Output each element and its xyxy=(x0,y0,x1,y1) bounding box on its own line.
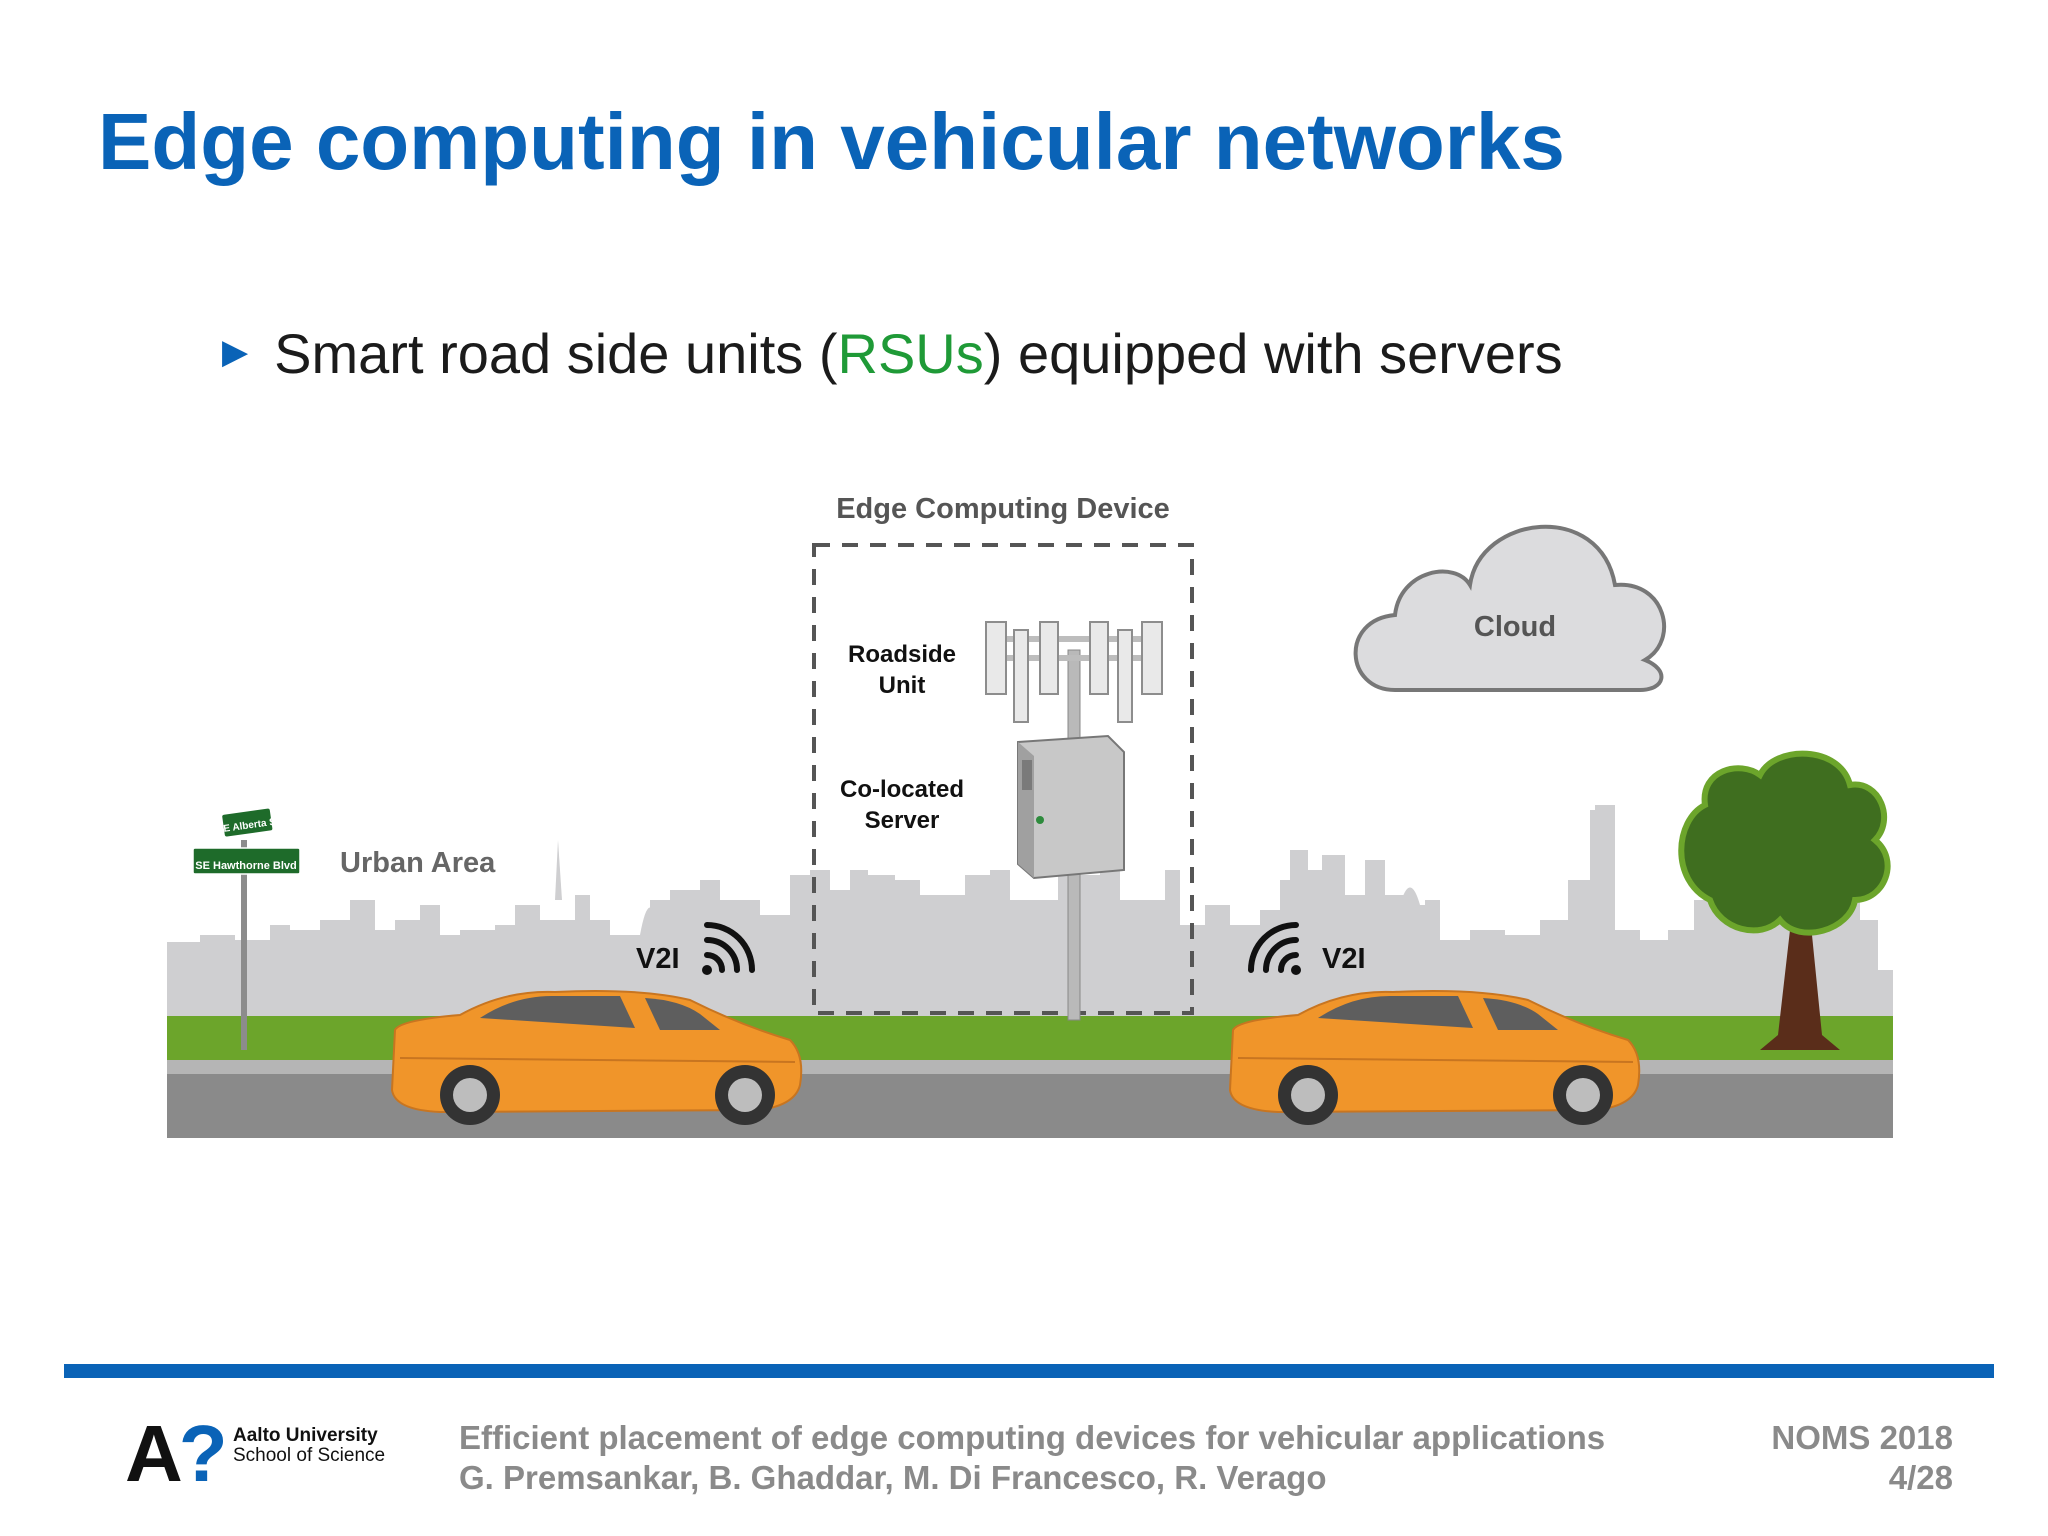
footer-paper-info: Efficient placement of edge computing de… xyxy=(459,1418,1605,1499)
server-label-line1: Co-located xyxy=(840,776,964,803)
roadside-unit-label-line1: Roadside xyxy=(848,641,956,668)
roadside-unit-label-line2: Unit xyxy=(879,672,926,699)
wifi-signal-icon-right xyxy=(1248,922,1301,975)
street-sign: NE Alberta St SE Hawthorne Blvd xyxy=(192,808,301,1050)
paper-authors: G. Premsankar, B. Ghaddar, M. Di Frances… xyxy=(459,1459,1327,1497)
paper-title: Efficient placement of edge computing de… xyxy=(459,1419,1606,1456)
wifi-signal-icon-left xyxy=(702,922,755,975)
car-right xyxy=(1228,990,1641,1125)
logo-letter: A xyxy=(125,1409,183,1498)
footer-divider xyxy=(64,1364,1994,1378)
slide-title: Edge computing in vehicular networks xyxy=(98,97,1565,186)
cloud-label: Cloud xyxy=(1474,611,1556,643)
car-left xyxy=(390,990,803,1125)
edge-device-boundary xyxy=(812,543,1194,1015)
page-number: 4/28 xyxy=(1888,1459,1953,1497)
bullet-item: ▶ Smart road side units (RSUs) equipped w… xyxy=(222,320,1563,387)
bullet-text-after: ) equipped with servers xyxy=(983,322,1563,385)
triangle-bullet-icon: ▶ xyxy=(222,332,249,371)
bullet-highlight-rsus: RSUs xyxy=(837,322,984,385)
edge-computing-device-label: Edge Computing Device xyxy=(836,493,1170,525)
university-label: Aalto University xyxy=(233,1425,378,1446)
server-icon xyxy=(1017,734,1125,880)
bullet-text-before: Smart road side units ( xyxy=(274,322,838,385)
street-sign-bottom-text: SE Hawthorne Blvd xyxy=(195,860,296,872)
v2i-right-label: V2I xyxy=(1322,943,1366,975)
footer-venue-info: NOMS 2018 4/28 xyxy=(1771,1418,1953,1499)
cloud-icon xyxy=(1353,524,1667,692)
school-label: School of Science xyxy=(233,1444,386,1466)
v2i-left-label: V2I xyxy=(636,943,680,975)
venue-label: NOMS 2018 xyxy=(1771,1419,1953,1456)
server-label-line2: Server xyxy=(865,807,940,834)
tree-icon xyxy=(1678,750,1891,1050)
urban-area-label: Urban Area xyxy=(340,847,496,879)
university-name: Aalto University School of Science xyxy=(233,1426,385,1466)
aalto-logo-icon: A? xyxy=(125,1414,228,1494)
logo-question-mark: ? xyxy=(178,1409,228,1498)
